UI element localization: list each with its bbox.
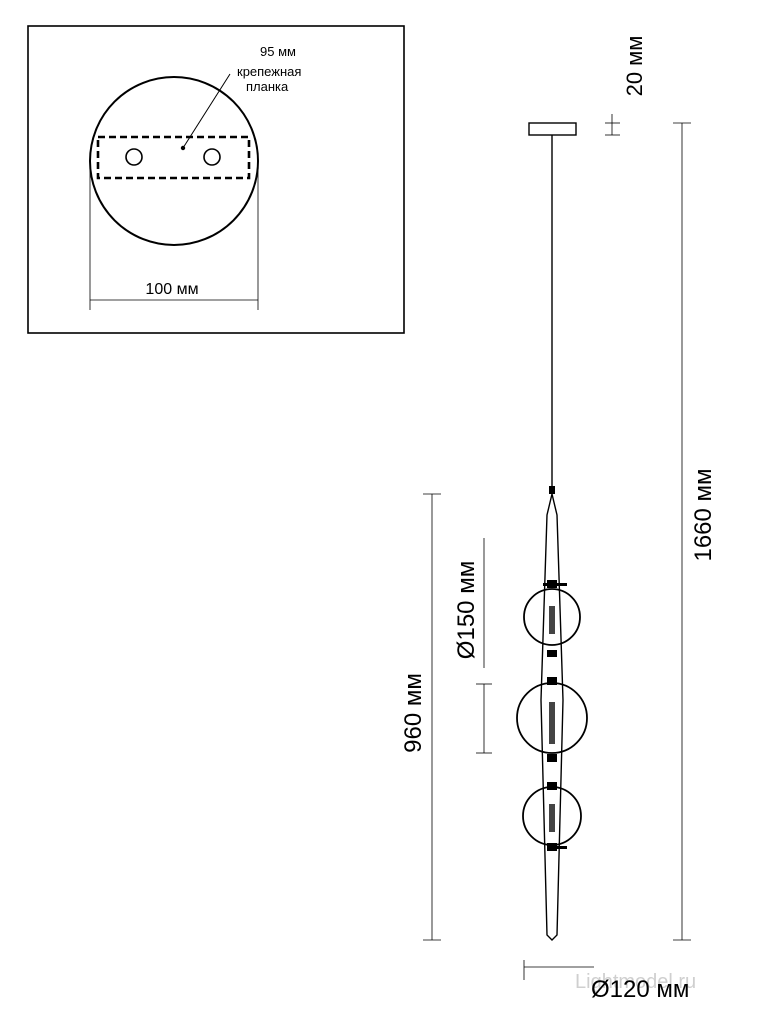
plate-name-line1: крепежная bbox=[237, 64, 301, 79]
lamp-side-view bbox=[516, 122, 588, 941]
inset-frame bbox=[27, 25, 405, 334]
canopy-circle bbox=[89, 76, 259, 246]
ceiling-canopy bbox=[528, 122, 577, 136]
mounting-plate bbox=[96, 135, 251, 180]
mounting-hole-right bbox=[203, 148, 221, 166]
lamp-rod bbox=[540, 493, 564, 941]
watermark: Lightmodel.ru bbox=[575, 971, 696, 993]
dimension-canopy-height: 20 мм bbox=[605, 36, 647, 136]
total-height-label: 1660 мм bbox=[690, 468, 717, 561]
canopy-diameter-label: 100 мм bbox=[145, 281, 198, 298]
dimension-sphere-diameter: Ø150 мм bbox=[453, 538, 492, 754]
dimension-total-height: 1660 мм bbox=[673, 122, 717, 941]
canopy-inset: 95 мм крепежная планка 100 мм bbox=[27, 25, 405, 334]
sphere-holder-top bbox=[543, 580, 567, 657]
sphere-diameter-label: Ø150 мм bbox=[453, 561, 480, 659]
sphere-holder-bottom bbox=[547, 782, 567, 851]
plate-width-label: 95 мм bbox=[260, 44, 296, 59]
glass-sphere-top bbox=[523, 588, 581, 646]
plate-name-line2: планка bbox=[246, 79, 289, 94]
dimension-base-diameter: Lightmodel.ru Ø120 мм bbox=[523, 960, 696, 1003]
sphere-holder-middle bbox=[547, 677, 557, 762]
body-height-label: 960 мм bbox=[400, 673, 427, 753]
cable-fitting bbox=[549, 486, 555, 494]
canopy-height-label: 20 мм bbox=[622, 36, 647, 97]
base-diameter-label: Ø120 мм bbox=[591, 976, 689, 1003]
plate-leader-line bbox=[182, 73, 231, 149]
dimension-body-height: 960 мм bbox=[400, 493, 441, 941]
mounting-hole-left bbox=[125, 148, 143, 166]
